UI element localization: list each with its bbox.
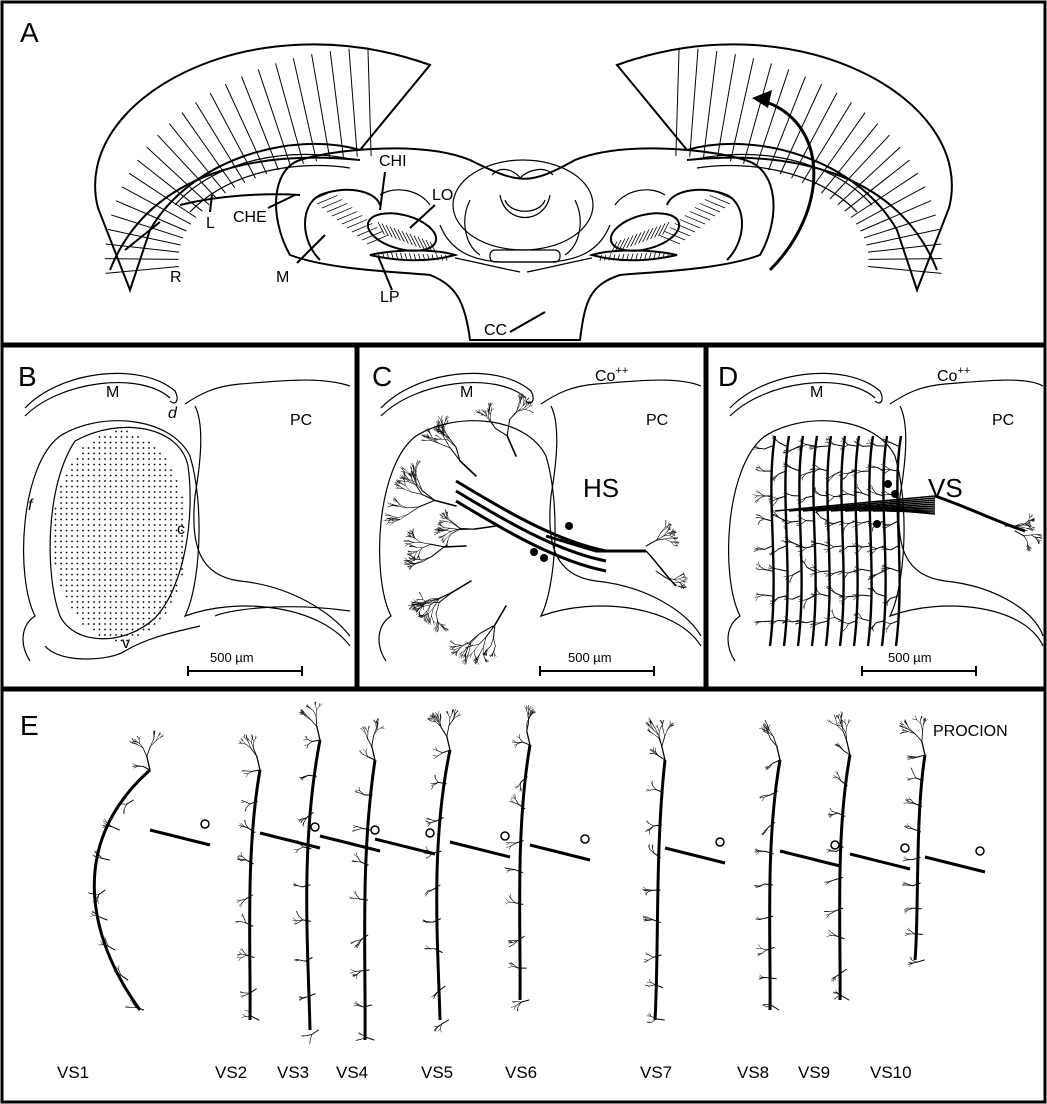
label-c-m: M (460, 384, 473, 401)
label-lobula-plate: LP (380, 289, 400, 306)
label-c-pc: PC (646, 412, 668, 429)
label-b-caudal: c (177, 521, 185, 538)
label-vs10: VS10 (870, 1063, 912, 1082)
label-b-ventral: v (122, 635, 130, 652)
label-vs3: VS3 (277, 1063, 309, 1082)
label-d-vs: VS (928, 473, 963, 503)
label-b-dorsal: d (168, 405, 178, 422)
label-b-m: M (106, 384, 119, 401)
label-internal-chiasm: CHI (379, 153, 407, 170)
panel-b-letter: B (18, 361, 37, 392)
label-external-chiasm: CHE (233, 209, 267, 226)
label-vs8: VS8 (737, 1063, 769, 1082)
label-cervical-connective: CC (484, 322, 507, 339)
panel-c-letter: C (372, 361, 392, 392)
label-lamina: L (206, 215, 215, 232)
panel-e-letter: E (20, 710, 39, 741)
label-d-pc: PC (992, 412, 1014, 429)
panel-a-letter: A (20, 17, 39, 48)
label-c-hs: HS (583, 473, 619, 503)
label-vs9: VS9 (798, 1063, 830, 1082)
scalebar-d-label: 500 µm (888, 650, 932, 665)
label-vs4: VS4 (336, 1063, 368, 1082)
label-vs1: VS1 (57, 1063, 89, 1082)
label-retina: R (170, 269, 182, 286)
scalebar-c-label: 500 µm (568, 650, 612, 665)
label-medulla: M (276, 269, 289, 286)
label-vs7: VS7 (640, 1063, 672, 1082)
scalebar-b-label: 500 µm (210, 650, 254, 665)
label-d-m: M (810, 384, 823, 401)
label-vs2: VS2 (215, 1063, 247, 1082)
label-b-pc: PC (290, 412, 312, 429)
label-lobula: LO (432, 187, 453, 204)
panel-d-letter: D (718, 361, 738, 392)
label-vs5: VS5 (421, 1063, 453, 1082)
label-vs6: VS6 (505, 1063, 537, 1082)
label-e-stain: PROCION (933, 723, 1008, 740)
